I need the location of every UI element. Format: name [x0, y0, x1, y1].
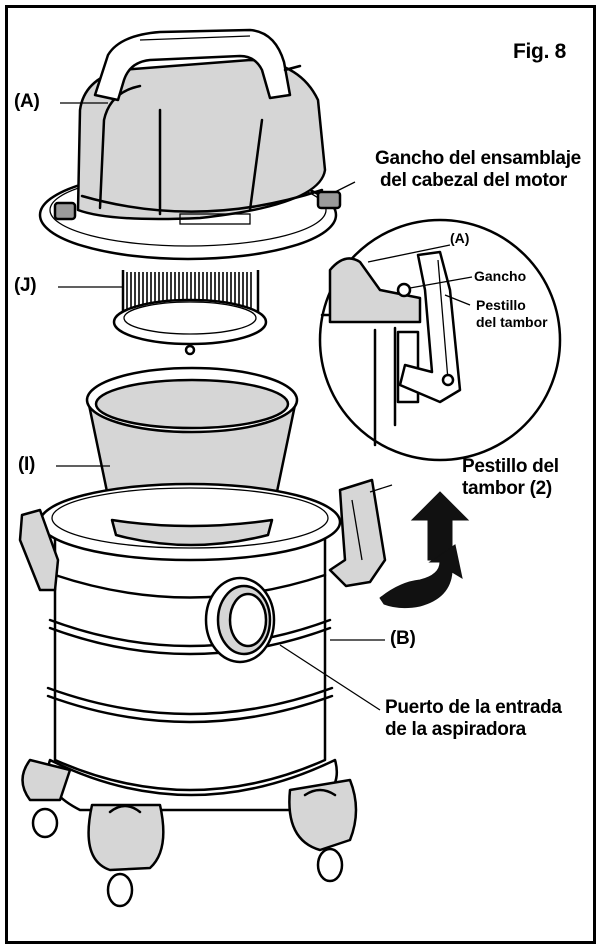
- cartridge-filter: [112, 270, 268, 356]
- label-motor-head-hook-line1: Gancho del ensamblaje: [375, 148, 581, 169]
- label-b: (B): [390, 628, 416, 649]
- label-a: (A): [14, 91, 40, 112]
- label-inlet-port: Puerto de la entrada de la aspiradora: [385, 697, 562, 741]
- curved-up-arrow-icon: [379, 544, 463, 609]
- label-drum-latch-line1: Pestillo del: [462, 456, 559, 477]
- label-inlet-port-line2: de la aspiradora: [385, 719, 526, 740]
- inset-label-drum-latch-line1: Pestillo: [476, 297, 526, 313]
- inset-label-drum-latch-line2: del tambor: [476, 314, 548, 330]
- figure-title: Fig. 8: [513, 40, 567, 63]
- straight-up-arrow-icon: [410, 491, 470, 561]
- latch-detail-inset: [318, 218, 562, 462]
- leader-lines: [56, 102, 473, 711]
- motor-head: [38, 28, 342, 261]
- label-inlet-port-line1: Puerto de la entrada: [385, 697, 562, 718]
- label-drum-latch-line2: tambor (2): [462, 478, 552, 499]
- figure-frame: [5, 5, 596, 944]
- label-motor-head-hook: Gancho del ensamblaje del cabezal del mo…: [375, 148, 581, 192]
- drum: [18, 478, 387, 908]
- inset-label-hook: Gancho: [474, 268, 527, 284]
- label-i: (I): [18, 454, 36, 475]
- label-drum-latch: Pestillo del tambor (2): [462, 456, 559, 500]
- inset-label-a: (A): [450, 230, 470, 246]
- inset-label-drum-latch: Pestillo del tambor: [476, 297, 548, 331]
- label-j: (J): [14, 275, 37, 296]
- label-motor-head-hook-line2: del cabezal del motor: [380, 170, 567, 191]
